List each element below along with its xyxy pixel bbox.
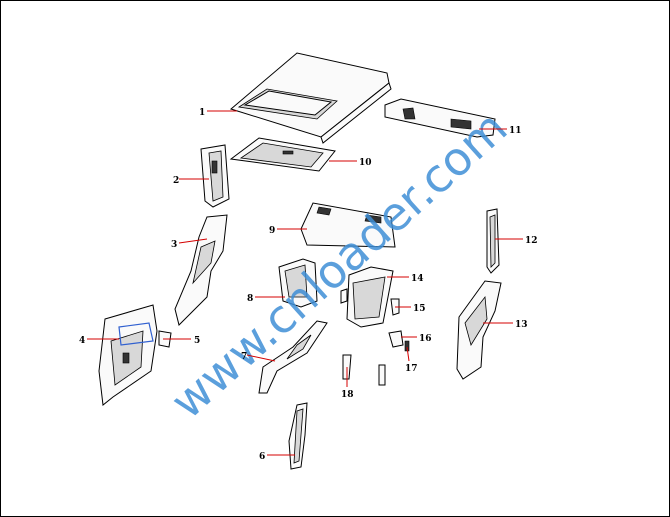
callout-18: 18 [341,390,354,400]
part-6-pillar-cover [288,402,308,470]
part-2-pillar-trim [200,144,230,208]
callout-4: 4 [79,336,85,346]
callout-2: 2 [173,176,179,186]
part-3-side-wall-trim [174,214,228,326]
part-18b [378,364,386,386]
callout-3: 3 [171,240,177,250]
part-9-rear-shelf-panel [300,202,396,248]
callout-5: 5 [194,336,200,346]
part-14-storage-box [340,266,394,328]
callout-8: 8 [247,294,253,304]
part-4-5-lower-side-trim [98,304,172,406]
part-16 [388,330,404,348]
callout-14: 14 [411,274,424,284]
part-11-rear-header-trim [384,98,496,138]
callout-11: 11 [509,126,522,136]
callout-6: 6 [259,452,265,462]
part-7-trim-strip [258,320,328,394]
callout-17: 17 [405,364,418,374]
part-1-roof-headliner [229,52,392,144]
callout-1: 1 [199,108,205,118]
part-13-side-trim [456,280,502,380]
callout-15: 15 [413,304,426,314]
part-10-roof-panel [229,137,336,172]
callout-10: 10 [359,158,372,168]
part-8-wheelhouse-trim [278,258,318,308]
callout-12: 12 [525,236,538,246]
part-12-pillar-trim [486,208,500,274]
leader-lines [87,110,523,456]
callout-numbers: 1 2 3 4 5 6 7 8 9 10 11 12 13 14 15 16 1… [79,108,538,462]
callout-16: 16 [419,334,432,344]
callout-7: 7 [241,352,247,362]
part-17 [404,340,410,352]
callout-9: 9 [269,226,275,236]
callout-13: 13 [515,320,528,330]
